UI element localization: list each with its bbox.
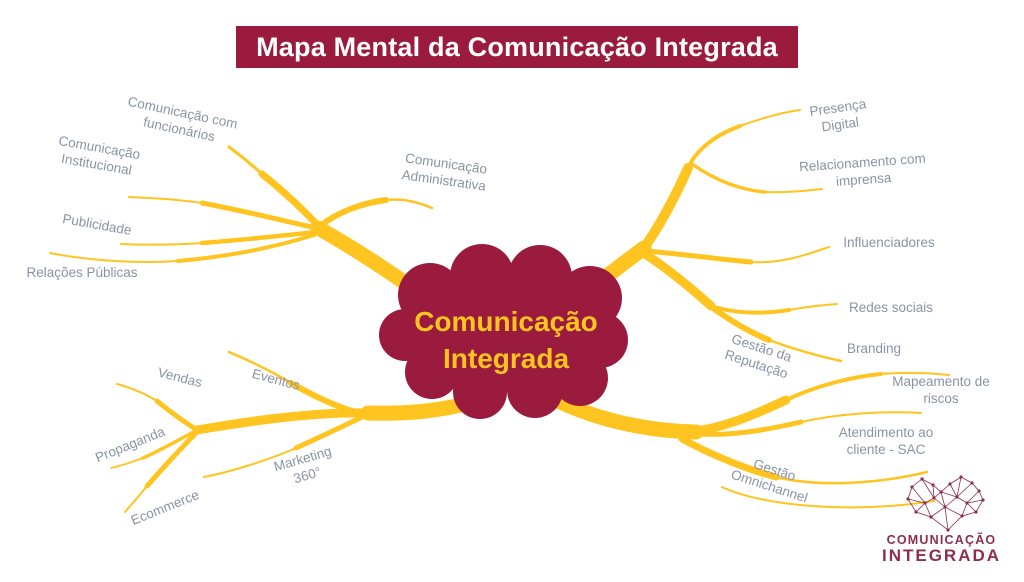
polygonal-heart-icon bbox=[906, 475, 985, 532]
branch-label-influenciadores: Influenciadores bbox=[843, 235, 935, 250]
center-node-line2: Integrada bbox=[442, 343, 570, 374]
page-title: Mapa Mental da Comunicação Integrada bbox=[236, 26, 798, 68]
branch-label-mapeamento-riscos: Mapeamento de riscos bbox=[892, 374, 990, 406]
page-title-text: Mapa Mental da Comunicação Integrada bbox=[256, 31, 778, 62]
branch-label-branding: Branding bbox=[846, 341, 902, 356]
branch-label-atendimento-sac: Atendimento ao cliente - SAC bbox=[838, 425, 934, 457]
center-node-label: Comunicação Integrada bbox=[395, 303, 617, 377]
branch-label-redes-sociais: Redes sociais bbox=[848, 300, 934, 315]
logo-wordmark-line1: COMUNICAÇÃO bbox=[886, 533, 997, 547]
branch-label-relacoes-publicas: Relações Públicas bbox=[26, 265, 138, 280]
center-node-line1: Comunicação bbox=[414, 306, 598, 337]
logo-wordmark-line2: INTEGRADA bbox=[881, 546, 1002, 565]
center-cloud bbox=[379, 244, 628, 419]
